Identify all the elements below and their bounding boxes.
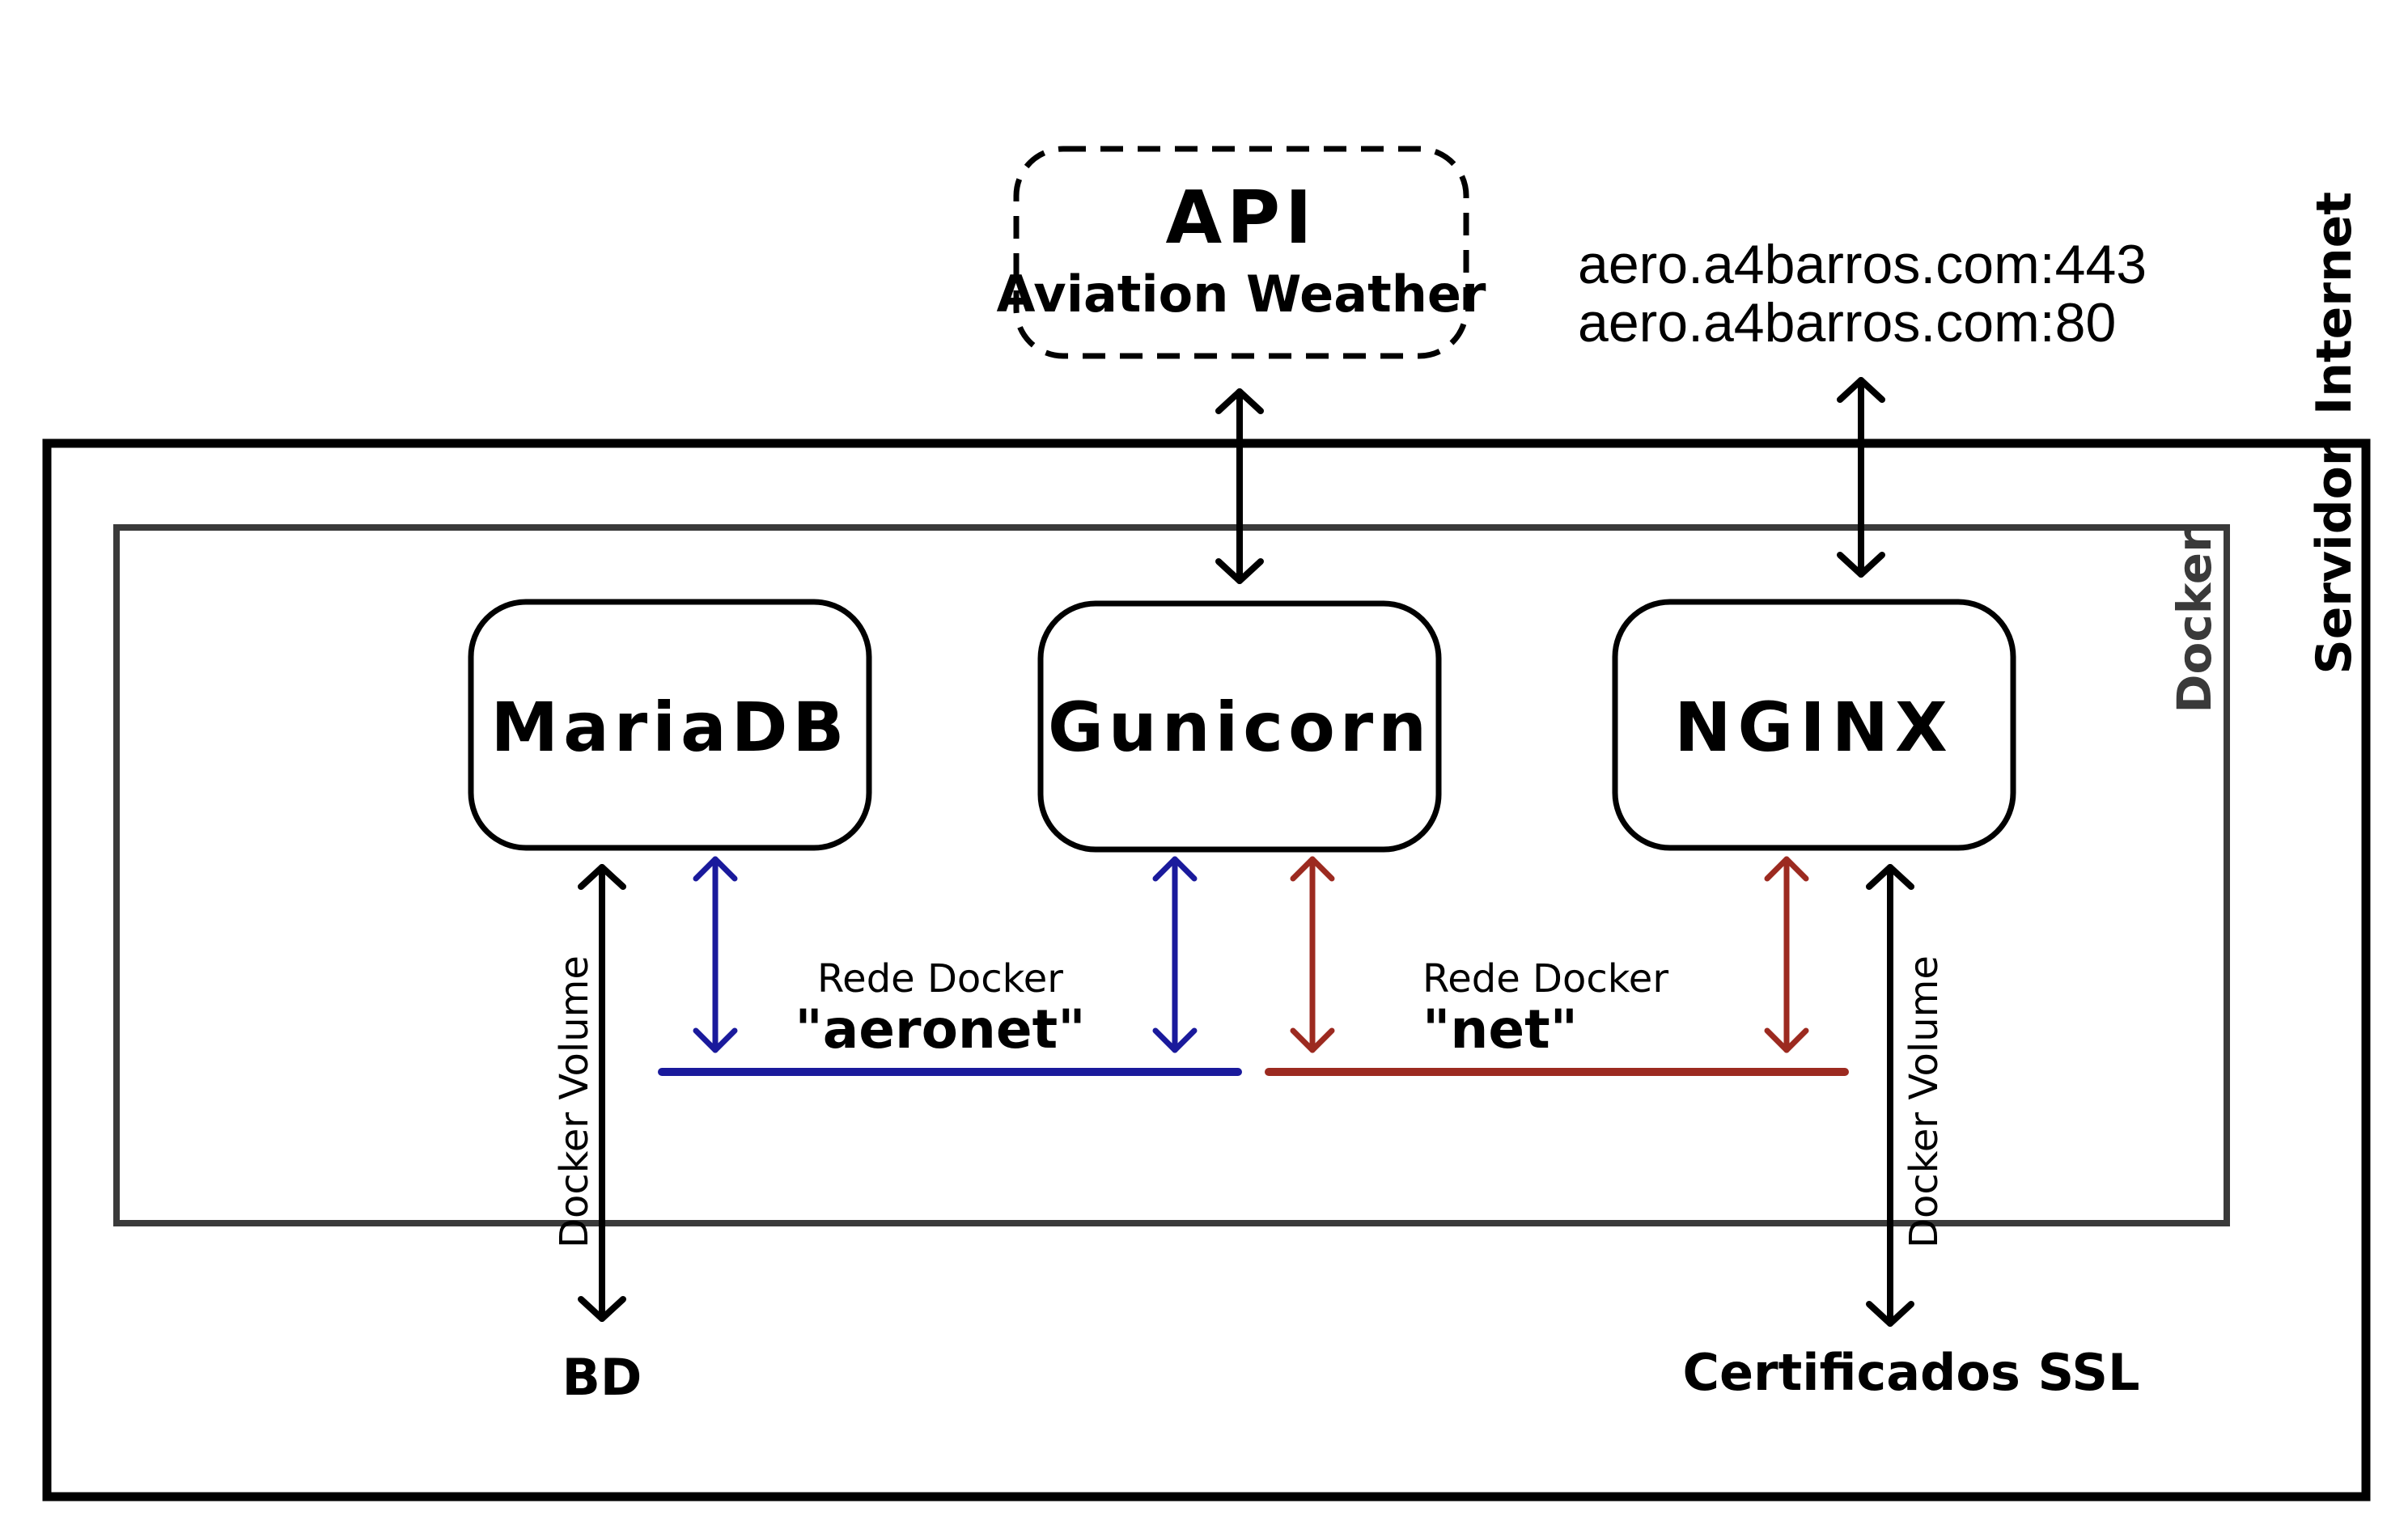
ssl-volume-target: Certificados SSL <box>1682 1343 2139 1402</box>
aeronet-name: "aeronet" <box>795 998 1085 1061</box>
net-name: "net" <box>1422 998 1578 1061</box>
ssl-volume-label: Docker Volume <box>1901 955 1947 1248</box>
gunicorn-aeronet-arrow <box>1152 856 1198 1053</box>
nginx-volume-arrow <box>1866 864 1914 1327</box>
api-title: API <box>1165 176 1316 260</box>
internet-nginx-arrow <box>1837 377 1885 578</box>
db-volume-label: Docker Volume <box>552 955 597 1248</box>
api-gunicorn-arrow <box>1215 388 1264 584</box>
mariadb-label: MariaDB <box>491 688 850 767</box>
servidor-zone-label: Servidor <box>2306 442 2363 674</box>
url-http: aero.a4barros.com:80 <box>1578 292 2116 354</box>
gunicorn-net-arrow <box>1290 856 1335 1053</box>
api-subtitle: Aviation Weather <box>997 265 1486 324</box>
url-https: aero.a4barros.com:443 <box>1578 234 2147 295</box>
nginx-net-arrow <box>1764 856 1809 1053</box>
docker-zone-box <box>113 524 2230 1226</box>
nginx-node: NGINX <box>1612 599 2016 851</box>
api-node: API Aviation Weather <box>997 146 1486 359</box>
servidor-zone-box <box>42 438 2371 1501</box>
nginx-label: NGINX <box>1674 688 1954 767</box>
gunicorn-label: Gunicorn <box>1048 688 1431 767</box>
mariadb-node: MariaDB <box>468 599 872 851</box>
mariadb-aeronet-arrow <box>693 856 738 1053</box>
gunicorn-node: Gunicorn <box>1037 600 1442 853</box>
net-caption: Rede Docker <box>1422 956 1668 1002</box>
db-volume-target: BD <box>562 1348 642 1407</box>
mariadb-volume-arrow <box>578 864 626 1322</box>
internet-zone-label: Internet <box>2306 192 2363 415</box>
aeronet-caption: Rede Docker <box>817 956 1063 1002</box>
docker-zone-label: Docker <box>2167 529 2222 714</box>
